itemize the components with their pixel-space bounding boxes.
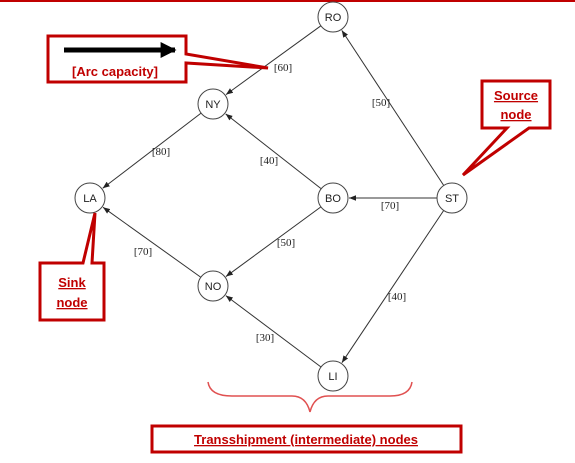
node-st: ST xyxy=(436,182,468,214)
node-layer: RO NY LA BO ST NO LI xyxy=(74,1,468,392)
node-circle-la xyxy=(74,182,106,214)
arc-ro-ny xyxy=(225,25,322,96)
arc-capacity-ny-la: [80] xyxy=(152,146,170,158)
arc-capacity-li-no: [30] xyxy=(256,332,274,344)
source-node-label-line2: node xyxy=(500,107,531,122)
node-circle-no xyxy=(197,270,229,302)
node-no: NO xyxy=(197,270,229,302)
node-circle-ro xyxy=(317,1,349,33)
arc-capacity-st-li: [40] xyxy=(388,291,406,303)
arc-bo-ny xyxy=(225,113,322,190)
sink-node-callout-box xyxy=(38,212,106,322)
arc-capacity-bo-no: [50] xyxy=(277,237,295,249)
node-label-ny: NY xyxy=(205,99,221,111)
transshipment-callout: Transshipment (intermediate) nodes xyxy=(150,424,463,454)
node-label-bo: BO xyxy=(325,193,341,205)
arc-bo-no xyxy=(225,206,322,277)
node-circle-ny xyxy=(197,88,229,120)
arc-capacity-label: [Arc capacity] xyxy=(72,64,158,79)
node-label-no: NO xyxy=(205,281,222,293)
source-node-label-line1: Source xyxy=(494,88,538,103)
source-node-callout-box xyxy=(461,79,552,177)
arc-st-li xyxy=(341,210,445,363)
arc-capacity-bo-ny: [40] xyxy=(260,155,278,167)
transshipment-brace xyxy=(207,381,413,413)
node-label-li: LI xyxy=(328,371,337,383)
node-ny: NY xyxy=(197,88,229,120)
node-label-ro: RO xyxy=(325,12,342,24)
node-circle-li xyxy=(317,360,349,392)
arc-li-no xyxy=(225,295,322,368)
arc-capacity-no-la: [70] xyxy=(134,246,152,258)
arc-ny-la xyxy=(102,112,202,189)
transshipment-label: Transshipment (intermediate) nodes xyxy=(194,432,418,447)
sink-node-label-line1: Sink xyxy=(58,275,86,290)
arc-capacity-ro-ny: [60] xyxy=(274,62,292,74)
node-li: LI xyxy=(317,360,349,392)
node-label-st: ST xyxy=(445,193,459,205)
node-circle-st xyxy=(436,182,468,214)
source-node-callout: Source node xyxy=(461,79,552,177)
node-ro: RO xyxy=(317,1,349,33)
node-bo: BO xyxy=(317,182,349,214)
arc-st-ro xyxy=(341,30,445,186)
sink-node-callout: Sink node xyxy=(38,212,106,322)
transshipment-callout-box xyxy=(150,424,463,454)
node-label-la: LA xyxy=(83,193,97,205)
node-circle-bo xyxy=(317,182,349,214)
arc-no-la xyxy=(102,206,202,278)
arc-capacity-st-ro: [50] xyxy=(372,97,390,109)
node-la: LA xyxy=(74,182,106,214)
sink-node-label-line2: node xyxy=(56,295,87,310)
arc-layer: [60] [50] [80] [40] [70] [50] [70] [40] [30] xyxy=(102,25,445,368)
arc-capacity-callout: [Arc capacity] xyxy=(46,34,269,84)
arc-capacity-st-bo: [70] xyxy=(381,200,399,212)
